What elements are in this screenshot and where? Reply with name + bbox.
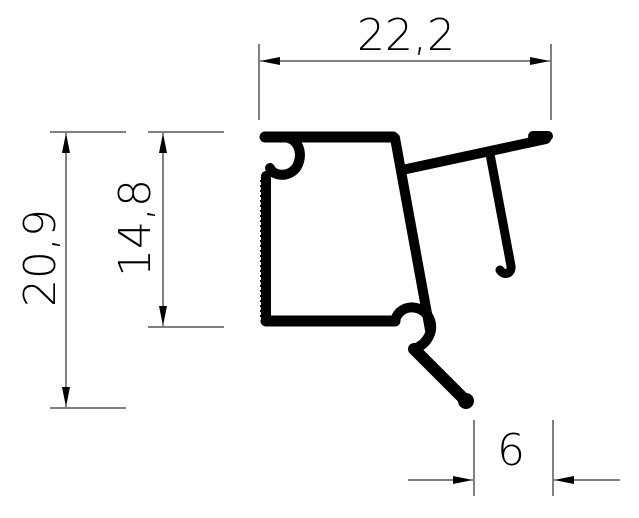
dimension-height-overall	[50, 131, 126, 409]
dimension-width-overall-label: 22,2	[357, 10, 455, 61]
lip-end	[458, 393, 474, 409]
dimension-lip-width	[408, 420, 620, 496]
lip	[408, 343, 471, 406]
bottom-knob	[390, 302, 437, 354]
dimension-width-overall	[258, 44, 552, 120]
aluminium-profile	[259, 131, 553, 406]
upper-arm	[397, 134, 551, 175]
dimension-height-inner	[148, 131, 224, 328]
dimension-lip-width-label: 6	[497, 425, 525, 476]
dimension-height-inner-label: 14,8	[110, 179, 161, 277]
dimension-height-overall-label: 20,9	[15, 209, 66, 307]
drip-leg	[485, 149, 516, 278]
top-left-curl	[260, 132, 305, 180]
